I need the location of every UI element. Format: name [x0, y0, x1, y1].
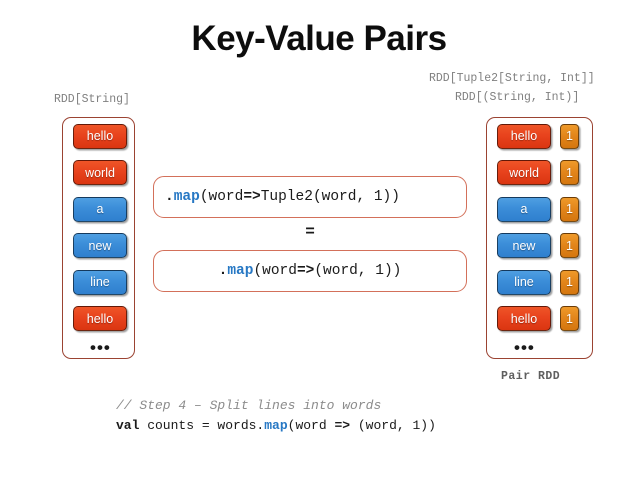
value-chip: 1 — [560, 269, 579, 295]
left-rdd-type-label: RDD[String] — [54, 93, 130, 106]
key-chip: hello — [497, 306, 551, 332]
word-chip: new — [73, 233, 127, 259]
snippet-keyword: val — [116, 418, 140, 433]
code-callout-tuple-literal: .map(word => (word, 1)) — [153, 250, 467, 292]
list-item: a — [63, 191, 134, 228]
code-method: map — [173, 189, 200, 205]
value-chip: 1 — [560, 123, 579, 149]
key-chip: world — [497, 160, 551, 186]
code-method: map — [227, 263, 254, 279]
key-chip: a — [497, 196, 551, 222]
code-args-2: Tuple2(word, 1)) — [260, 189, 400, 205]
right-rdd-type-label-tuple2: RDD[Tuple2[String, Int]] — [429, 72, 595, 85]
table-row: new 1 — [487, 228, 592, 265]
snippet-mid: counts = words. — [139, 418, 265, 433]
key-chip: new — [497, 233, 551, 259]
snippet-arrow: => — [334, 418, 351, 433]
key-chip: hello — [497, 123, 551, 149]
code-arrow: => — [296, 263, 315, 279]
value-chip: 1 — [560, 196, 579, 222]
list-item: hello — [63, 118, 134, 155]
code-args-1: (word — [253, 263, 297, 279]
snippet-args-2: (word, 1)) — [350, 418, 436, 433]
word-chip: a — [73, 196, 127, 222]
word-chip: line — [73, 269, 127, 295]
list-item: world — [63, 155, 134, 192]
snippet-method: map — [264, 418, 288, 433]
table-row: world 1 — [487, 155, 592, 192]
code-args-2: (word, 1)) — [314, 263, 402, 279]
value-chip: 1 — [560, 160, 579, 186]
right-rdd-rows: hello 1 world 1 a 1 new 1 line 1 hello 1… — [487, 118, 592, 361]
code-args-1: (word — [199, 189, 244, 205]
left-rdd-container: hello world a new line hello ••• — [62, 117, 135, 359]
code-dot: . — [165, 189, 174, 205]
word-chip: world — [73, 160, 127, 186]
page-title: Key-Value Pairs — [191, 19, 447, 58]
code-snippet: // Step 4 – Split lines into words val c… — [116, 396, 436, 436]
list-item: line — [63, 264, 134, 301]
key-chip: line — [497, 269, 551, 295]
right-rdd-container: hello 1 world 1 a 1 new 1 line 1 hello 1… — [486, 117, 593, 359]
equals-sign: = — [305, 223, 315, 241]
code-arrow: => — [243, 189, 261, 205]
table-row: line 1 — [487, 264, 592, 301]
code-dot: . — [218, 263, 228, 279]
value-chip: 1 — [560, 233, 579, 259]
left-rdd-rows: hello world a new line hello ••• — [63, 118, 134, 361]
word-chip: hello — [73, 123, 127, 149]
list-item: new — [63, 228, 134, 265]
table-row: hello 1 — [487, 301, 592, 338]
value-chip: 1 — [560, 306, 579, 332]
list-item: hello — [63, 301, 134, 338]
snippet-comment: // Step 4 – Split lines into words — [116, 398, 382, 413]
list-item-ellipsis: ••• — [63, 337, 134, 361]
table-row: a 1 — [487, 191, 592, 228]
pair-rdd-caption: Pair RDD — [501, 370, 561, 383]
table-row: hello 1 — [487, 118, 592, 155]
snippet-args-1: (word — [287, 418, 335, 433]
ellipsis-icon: ••• — [514, 338, 535, 357]
ellipsis-icon: ••• — [90, 338, 111, 357]
code-callout-tuple2: .map(word => Tuple2(word, 1)) — [153, 176, 467, 218]
right-rdd-type-label-pair: RDD[(String, Int)] — [455, 91, 580, 104]
table-row-ellipsis: ••• — [487, 337, 592, 361]
snippet-code-line: val counts = words.map(word => (word, 1)… — [116, 416, 436, 436]
word-chip: hello — [73, 306, 127, 332]
